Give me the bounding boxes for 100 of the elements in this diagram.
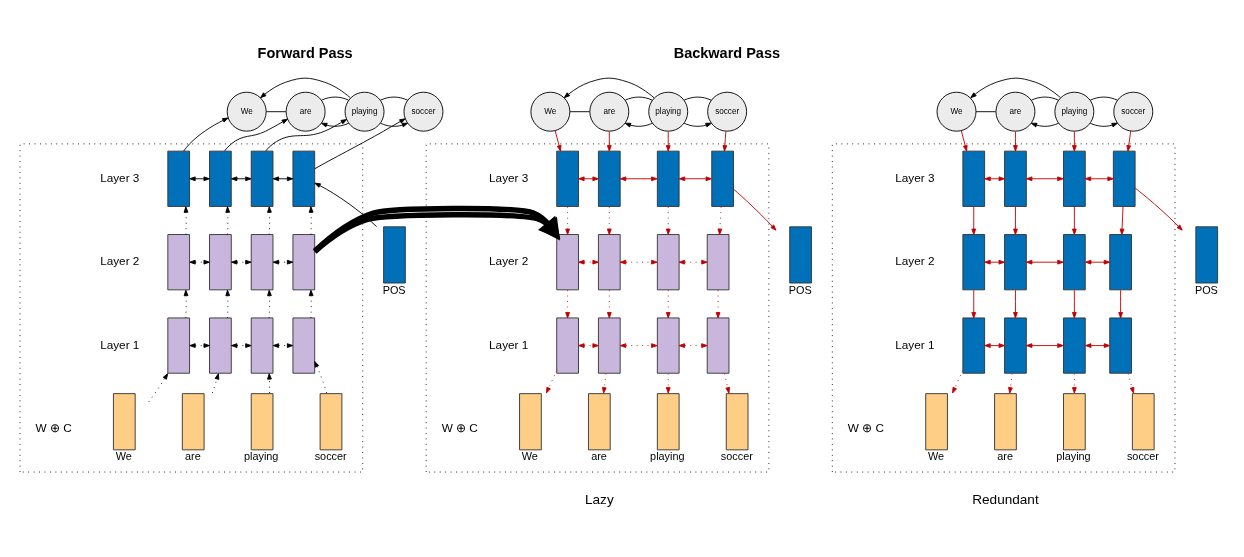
label: Forward Pass xyxy=(257,45,353,62)
node-label: We xyxy=(521,450,538,463)
label: Redundant xyxy=(972,492,1039,508)
node-box xyxy=(1109,317,1132,374)
label: Layer 1 xyxy=(489,337,529,351)
arrow xyxy=(565,289,570,319)
node-box xyxy=(1063,234,1086,291)
arrow xyxy=(260,77,351,99)
arrow xyxy=(1026,259,1064,265)
arrow xyxy=(272,259,294,265)
label: Layer 3 xyxy=(100,170,140,184)
arrow xyxy=(379,122,409,128)
arrow xyxy=(267,206,272,235)
node-box xyxy=(1063,150,1086,207)
node-label: POS xyxy=(382,283,406,296)
arrow xyxy=(1072,206,1077,235)
label: W ⊕ C xyxy=(847,421,884,435)
node-label: playing xyxy=(243,450,279,463)
arrow xyxy=(1089,122,1118,128)
connector xyxy=(683,96,712,101)
arrow xyxy=(565,206,570,235)
arrow xyxy=(606,131,612,152)
node-box xyxy=(556,234,579,291)
node-box xyxy=(597,234,621,291)
arrow xyxy=(1119,206,1125,235)
arrow xyxy=(1008,373,1013,394)
arrow xyxy=(952,370,964,394)
cluster xyxy=(19,143,364,473)
node-circle: playing xyxy=(648,91,689,132)
arrow xyxy=(619,343,658,348)
arrow xyxy=(723,373,731,394)
node-box xyxy=(167,150,191,207)
arrow xyxy=(971,206,977,235)
connector xyxy=(975,111,997,113)
node-box xyxy=(250,317,274,374)
node-box xyxy=(706,234,730,291)
arrow xyxy=(267,289,272,319)
arrow xyxy=(314,361,328,394)
connector xyxy=(569,111,591,113)
arrow xyxy=(606,206,612,235)
arrow xyxy=(619,176,658,182)
arrow xyxy=(563,77,655,99)
arrow xyxy=(1085,343,1111,348)
node-box xyxy=(167,317,191,374)
arrow xyxy=(715,289,721,319)
node-label: playing xyxy=(650,450,685,463)
connector xyxy=(1030,96,1059,101)
arrow xyxy=(1072,373,1077,394)
node-box xyxy=(209,317,232,374)
node-circle: playing xyxy=(1054,91,1095,132)
node-box xyxy=(209,150,232,207)
node-box xyxy=(1004,150,1027,207)
arrow xyxy=(1013,289,1018,319)
node-label: soccer xyxy=(720,450,753,463)
node-label: We xyxy=(927,450,945,463)
node-box xyxy=(556,150,579,207)
node-box xyxy=(711,150,734,207)
node-box xyxy=(706,317,730,374)
node-box xyxy=(1004,317,1027,374)
connector xyxy=(624,96,653,101)
node-label: are xyxy=(997,450,1014,463)
node-box xyxy=(292,150,316,207)
node-box xyxy=(597,150,621,207)
arrow xyxy=(619,259,658,265)
node-label: We xyxy=(115,450,132,463)
arrow xyxy=(272,176,294,182)
connector xyxy=(379,96,409,101)
node-box xyxy=(556,317,579,374)
node-box xyxy=(1004,234,1027,291)
arrow xyxy=(717,206,723,235)
arrow xyxy=(272,343,294,348)
arrow xyxy=(545,370,558,394)
label: Layer 3 xyxy=(489,170,529,184)
arrow xyxy=(1072,131,1077,152)
arrow xyxy=(1134,187,1183,231)
arrow xyxy=(314,118,406,170)
arrow xyxy=(624,122,653,128)
arrow xyxy=(1013,206,1018,235)
label: W ⊕ C xyxy=(35,421,72,435)
arrow xyxy=(225,289,231,319)
arrow xyxy=(308,289,314,319)
arrow xyxy=(971,289,977,319)
arrow xyxy=(678,176,712,182)
arrow xyxy=(1072,289,1077,319)
node-box xyxy=(656,234,680,291)
node-circle: playing xyxy=(344,91,385,132)
arrow xyxy=(308,206,314,235)
node-box xyxy=(209,234,232,291)
arrow xyxy=(265,119,348,152)
node-box xyxy=(1063,317,1086,374)
arrow xyxy=(1026,343,1064,348)
node-box xyxy=(167,234,191,291)
arrow xyxy=(1126,130,1132,152)
node-label: are xyxy=(185,450,201,463)
arrow xyxy=(733,188,777,231)
arrow xyxy=(722,131,728,152)
arrow xyxy=(683,122,712,128)
connector xyxy=(321,96,350,101)
node-box xyxy=(962,150,986,207)
label: Layer 1 xyxy=(100,337,140,351)
